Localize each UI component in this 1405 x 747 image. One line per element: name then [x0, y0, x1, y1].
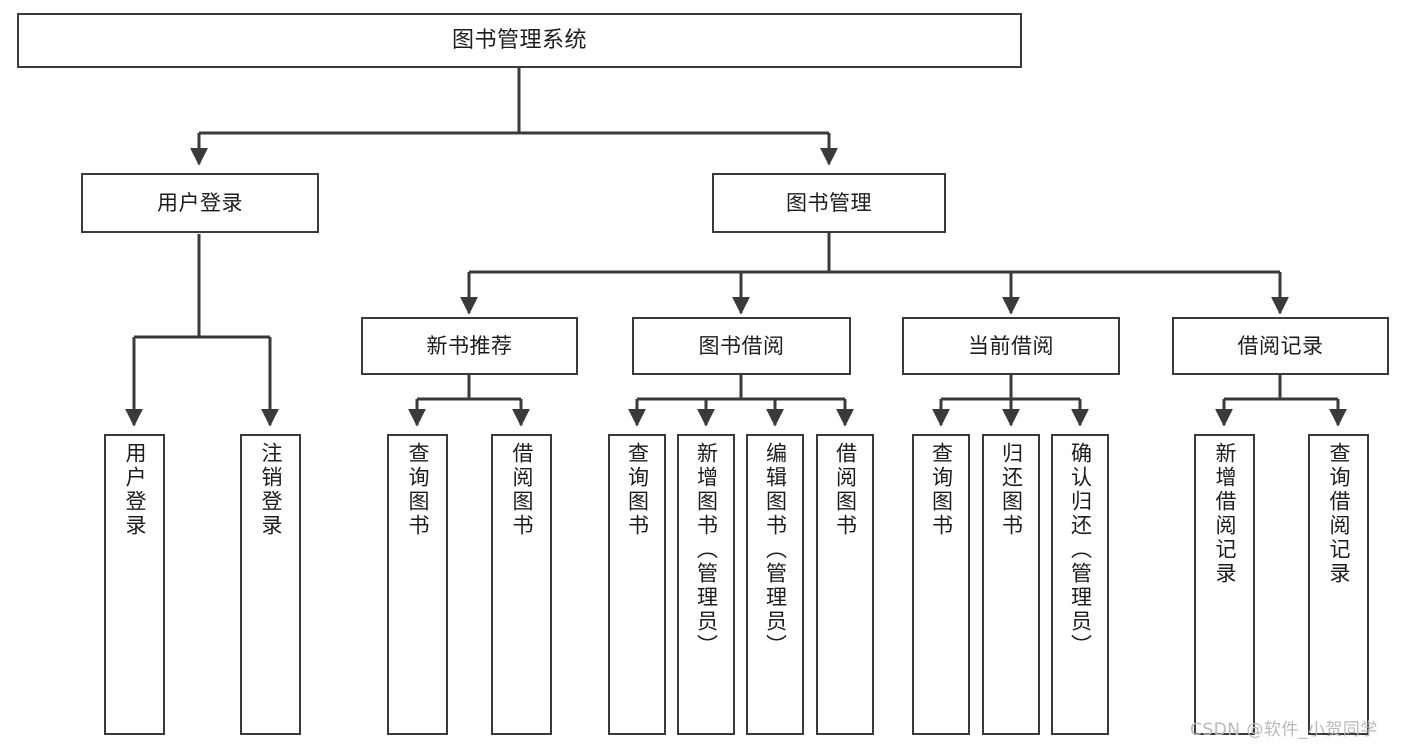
node-label: 借阅图书: [510, 442, 534, 538]
leaf-query-book-current[interactable]: 查询图书: [912, 434, 970, 735]
node-label: 图书借阅: [698, 333, 785, 358]
node-root-book-management-system[interactable]: 图书管理系统: [17, 13, 1022, 68]
node-label: 图书管理系统: [451, 27, 587, 53]
node-label: 查询图书: [625, 442, 650, 538]
leaf-borrow-book-recommend[interactable]: 借阅图书: [491, 434, 552, 735]
node-label: 查询图书: [929, 442, 954, 538]
node-current-borrow[interactable]: 当前借阅: [902, 317, 1120, 375]
node-label: 用户登录: [157, 190, 243, 215]
leaf-query-borrow-record[interactable]: 查询借阅记录: [1308, 434, 1369, 735]
node-new-book-recommend[interactable]: 新书推荐: [361, 317, 578, 375]
node-label: 新增图书（管理员）: [694, 442, 719, 658]
leaf-return-book[interactable]: 归还图书: [982, 434, 1040, 735]
node-book-management[interactable]: 图书管理: [712, 173, 946, 233]
node-label: 新书推荐: [426, 333, 513, 358]
node-label: 图书管理: [786, 190, 872, 215]
node-book-borrow[interactable]: 图书借阅: [632, 317, 851, 375]
node-label: 归还图书: [999, 442, 1024, 538]
node-label: 确认归还（管理员）: [1068, 442, 1093, 658]
node-label: 注销登录: [259, 442, 283, 538]
leaf-user-login[interactable]: 用户登录: [104, 434, 165, 735]
node-label: 当前借阅: [968, 333, 1054, 358]
csdn-watermark: CSDN @软件_小贺同学: [1190, 720, 1378, 740]
leaf-add-borrow-record[interactable]: 新增借阅记录: [1194, 434, 1255, 735]
leaf-query-book-recommend[interactable]: 查询图书: [387, 434, 448, 735]
leaf-add-book-admin[interactable]: 新增图书（管理员）: [677, 434, 735, 735]
node-label: 编辑图书（管理员）: [763, 442, 788, 658]
leaf-borrow-book[interactable]: 借阅图书: [816, 434, 874, 735]
node-label: 借阅记录: [1237, 333, 1324, 358]
leaf-confirm-return-admin[interactable]: 确认归还（管理员）: [1051, 434, 1109, 735]
leaf-query-book-borrow[interactable]: 查询图书: [608, 434, 666, 735]
node-label: 借阅图书: [833, 442, 858, 538]
node-label: 查询图书: [406, 442, 430, 538]
node-borrow-record[interactable]: 借阅记录: [1172, 317, 1389, 375]
node-user-login[interactable]: 用户登录: [81, 173, 319, 233]
node-label: 新增借阅记录: [1213, 442, 1237, 586]
node-label: 查询借阅记录: [1327, 442, 1351, 586]
node-label: 用户登录: [123, 442, 147, 538]
leaf-user-logout[interactable]: 注销登录: [240, 434, 301, 735]
leaf-edit-book-admin[interactable]: 编辑图书（管理员）: [746, 434, 804, 735]
